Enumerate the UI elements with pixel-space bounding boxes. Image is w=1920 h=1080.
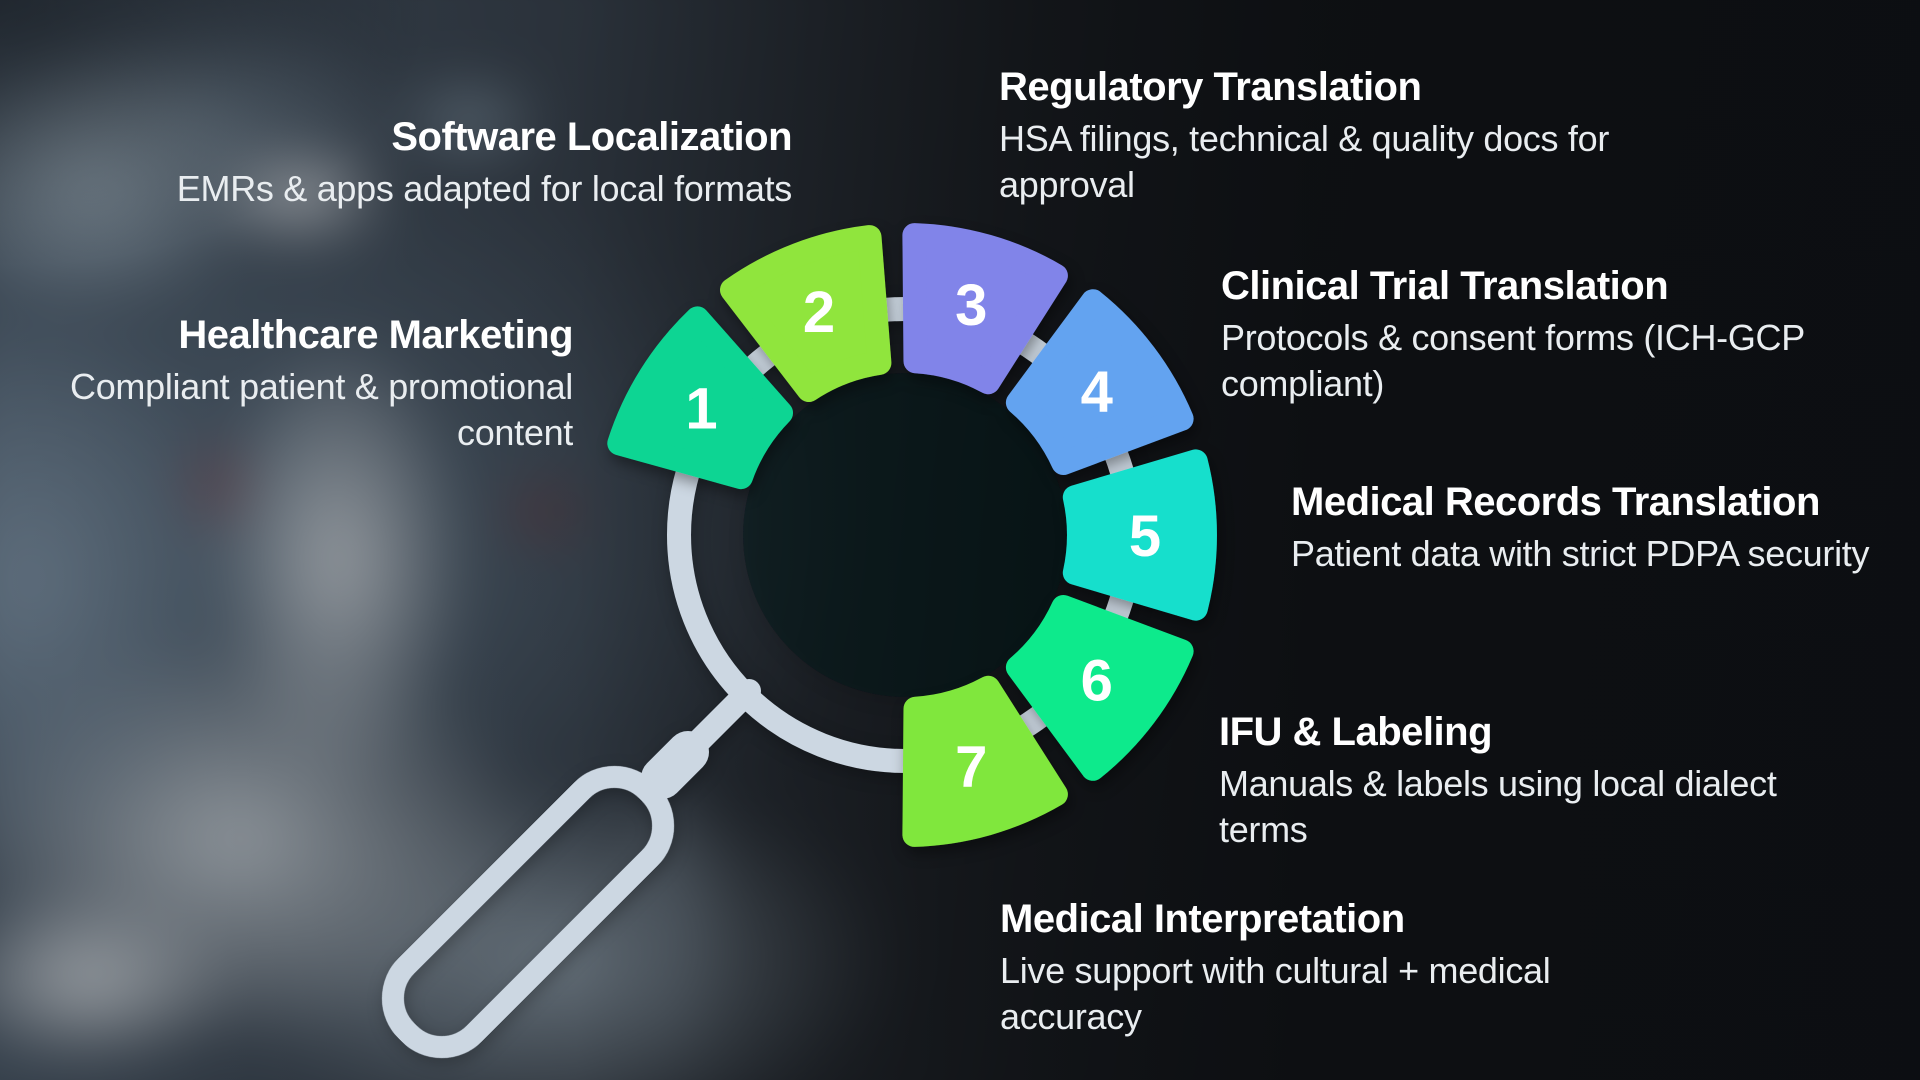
segment-description: Live support with cultural + medical acc… [1000,950,1551,1037]
label-medical-records-translation: Medical Records Translation Patient data… [1291,479,1911,577]
segment-number-1: 1 [685,377,717,442]
segment-number-7: 7 [955,735,987,800]
segment-description: Patient data with strict PDPA security [1291,533,1870,574]
label-healthcare-marketing: Healthcare Marketing Compliant patient &… [53,312,573,456]
segment-title: Clinical Trial Translation [1221,264,1669,308]
wheel-segment-5 [1062,449,1217,621]
wheel-segment-7 [902,675,1068,847]
segment-number-5: 5 [1129,504,1161,569]
wheel-segment-1 [607,306,793,490]
segment-number-6: 6 [1081,648,1113,713]
wheel-segment-4 [1005,289,1194,475]
label-regulatory-translation: Regulatory Translation HSA filings, tech… [999,64,1659,208]
segment-title: Healthcare Marketing [178,313,573,357]
segment-title: Medical Interpretation [1000,897,1405,941]
handle-collar [641,731,709,799]
segment-description: EMRs & apps adapted for local formats [176,168,793,209]
segment-number-4: 4 [1081,359,1113,424]
label-medical-interpretation: Medical Interpretation Live support with… [1000,896,1575,1040]
wheel-segments [607,223,1217,847]
wheel-segment-2 [720,225,892,402]
label-software-localization: Software Localization EMRs & apps adapte… [172,114,793,212]
segment-description: Protocols & consent forms (ICH-GCP compl… [1221,317,1805,404]
label-clinical-trial-translation: Clinical Trial Translation Protocols & c… [1221,263,1811,407]
segment-number-3: 3 [955,273,987,338]
segment-description: Compliant patient & promotional content [70,366,573,453]
wheel-segment-numbers: 1 2 3 4 5 6 7 [685,273,1161,799]
wheel-segment-6 [1005,595,1194,781]
segment-number-2: 2 [803,280,835,345]
segment-title: IFU & Labeling [1219,710,1493,754]
wheel-segment-3 [902,223,1068,395]
segment-title: Software Localization [391,115,792,159]
segment-title: Medical Records Translation [1291,480,1820,524]
handle-stem [688,679,761,752]
handle-grip [381,765,675,1059]
lens-tint [743,373,1067,697]
segment-description: Manuals & labels using local dialect ter… [1219,763,1777,850]
segment-description: HSA filings, technical & quality docs fo… [999,118,1610,205]
label-ifu-labeling: IFU & Labeling Manuals & labels using lo… [1219,709,1794,853]
segment-title: Regulatory Translation [999,65,1422,109]
